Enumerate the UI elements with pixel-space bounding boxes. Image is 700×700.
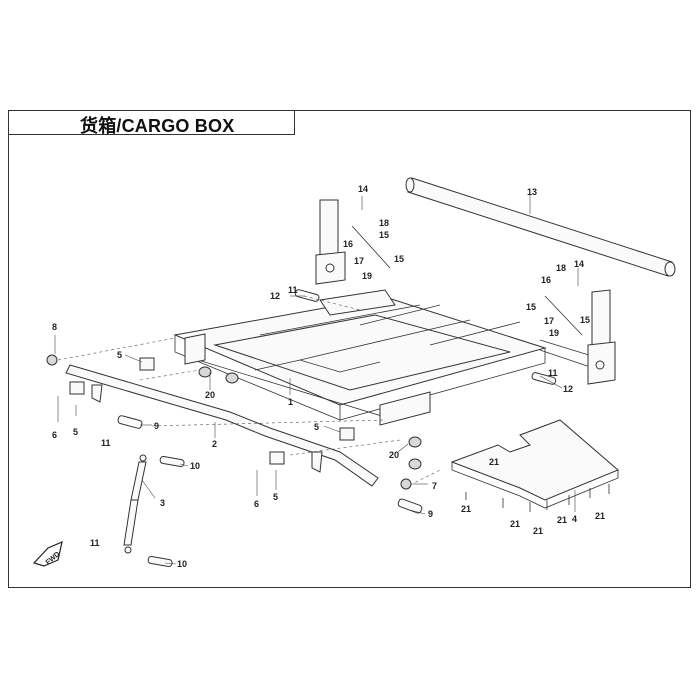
callout-11b: 11 [548,368,558,378]
callout-15a: 15 [379,230,389,240]
part-13-rail-tube [405,177,676,277]
callout-11c: 11 [101,438,111,448]
callout-11a: 11 [288,285,298,295]
callout-10b: 10 [177,559,187,569]
callout-9a: 9 [154,421,159,431]
alignment-lines [57,295,441,486]
callout-6b: 6 [254,499,259,509]
callout-7: 7 [432,481,437,491]
callout-11d: 11 [90,538,100,548]
diagram-frame [8,110,691,588]
callout-5a: 5 [117,350,122,360]
callout-18b: 18 [556,263,566,273]
upright-right [587,289,616,385]
part-17-cable-right [544,295,583,336]
part-1-main-frame [173,289,606,426]
callout-6a: 6 [52,430,57,440]
callout-13: 13 [527,187,537,197]
callout-20a: 20 [205,390,215,400]
upright-left [315,199,346,285]
fwd-direction-marker: FWD [32,540,63,567]
part-3-gas-strut [123,454,147,554]
pin-parts [46,289,557,568]
callout-21b: 21 [461,504,471,514]
callout-20b: 20 [389,450,399,460]
callout-12b: 12 [563,384,573,394]
callout-1: 1 [288,397,293,407]
callout-15b: 15 [394,254,404,264]
leader-lines [54,195,579,565]
callout-21a: 21 [489,457,499,467]
callout-5d: 5 [273,492,278,502]
callout-21f: 21 [595,511,605,521]
callout-18a: 18 [379,218,389,228]
part-4-plate [450,419,619,509]
callout-21c: 21 [510,519,520,529]
callout-15c: 15 [526,302,536,312]
diagram-title: 货箱/CARGO BOX [80,116,235,136]
callout-4: 4 [572,514,577,524]
callout-9b: 9 [428,509,433,519]
callout-16a: 16 [343,239,353,249]
part-17-cable-left [351,225,391,269]
callout-14a: 14 [358,184,368,194]
callout-19a: 19 [362,271,372,281]
callout-17b: 17 [544,316,554,326]
callout-8: 8 [52,322,57,332]
title-box [8,110,295,135]
callout-14b: 14 [574,259,584,269]
callout-5c: 5 [314,422,319,432]
part-2-rod [65,364,379,487]
callout-12a: 12 [270,291,280,301]
callout-21d: 21 [533,526,543,536]
callout-19b: 19 [549,328,559,338]
callout-17a: 17 [354,256,364,266]
callout-16b: 16 [541,275,551,285]
callout-3: 3 [160,498,165,508]
callout-21e: 21 [557,515,567,525]
part-21-bolts [465,484,610,512]
callout-labels: 1 2 3 4 5 5 5 5 6 6 7 8 9 9 10 10 11 11 … [52,184,605,569]
callout-2: 2 [212,439,217,449]
callout-10a: 10 [190,461,200,471]
callout-5b: 5 [73,427,78,437]
callout-15d: 15 [580,315,590,325]
